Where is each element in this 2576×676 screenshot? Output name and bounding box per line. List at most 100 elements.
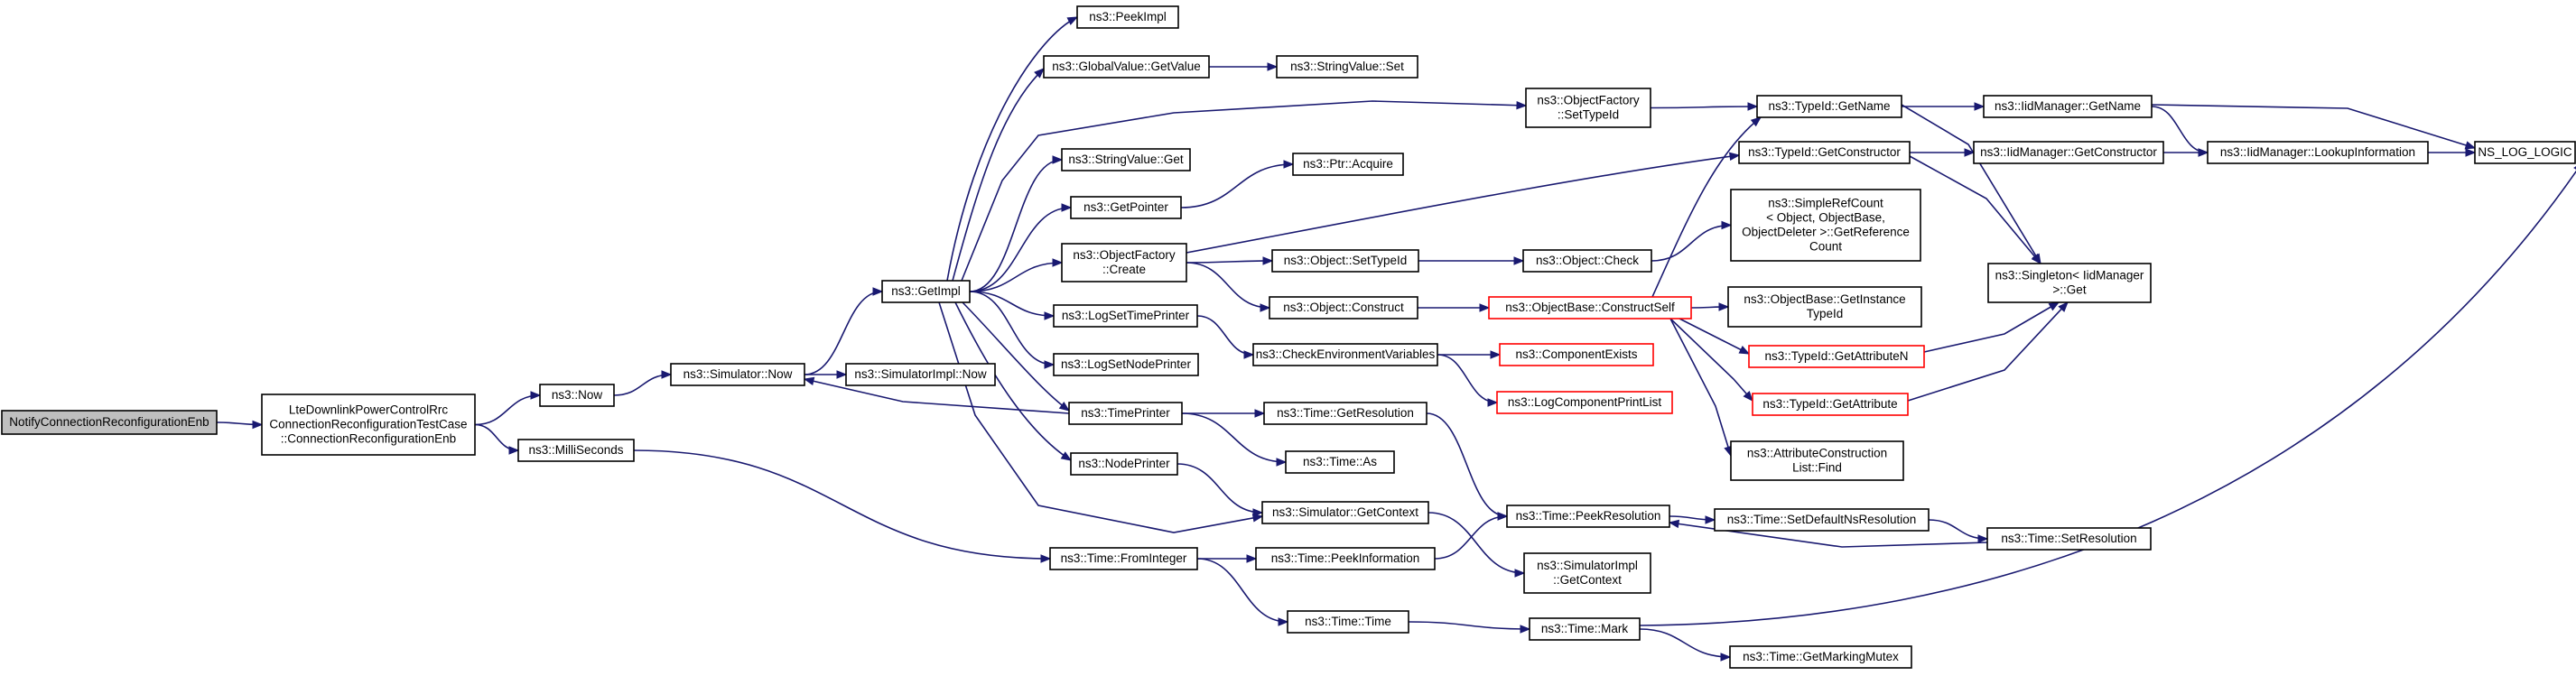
edge-ofcreate-to-objsettid (1186, 260, 1273, 264)
node-gvget[interactable]: ns3::GlobalValue::GetValue (1043, 55, 1210, 79)
edge-obconstructself-to-tidgetname (1651, 116, 1762, 298)
edge-getimpl-to-ofsettid (961, 100, 1527, 282)
node-timeprinter[interactable]: ns3::TimePrinter (1068, 402, 1183, 425)
node-iidgetname[interactable]: ns3::IidManager::GetName (1983, 95, 2153, 118)
edge-arrowhead (530, 391, 542, 400)
edge-arrowhead (1066, 16, 1079, 25)
node-ptracq[interactable]: ns3::Ptr::Acquire (1292, 153, 1404, 176)
edge-getimpl-to-logtime (969, 291, 1055, 317)
node-nodeprinter[interactable]: ns3::NodePrinter (1070, 452, 1178, 476)
node-simimplnow[interactable]: ns3::SimulatorImpl::Now (845, 363, 996, 386)
node-label: ns3::MilliSeconds (528, 443, 623, 457)
node-box (1276, 55, 1418, 79)
node-singleton[interactable]: ns3::Singleton< IidManager>::Get (1987, 263, 2152, 303)
node-ms[interactable]: ns3::MilliSeconds (517, 439, 635, 462)
edge-getimpl-to-gvget (952, 68, 1045, 282)
node-simgetctx[interactable]: ns3::Simulator::GetContext (1261, 501, 1429, 524)
node-box (1068, 402, 1183, 425)
node-logtime[interactable]: ns3::LogSetTimePrinter (1053, 304, 1198, 328)
node-objcheck[interactable]: ns3::Object::Check (1522, 249, 1652, 273)
node-logcomplist[interactable]: ns3::LogComponentPrintList (1496, 391, 1673, 414)
edge-tidgetctor-to-singleton (1909, 155, 2041, 264)
edge-arrowhead (1278, 617, 1289, 626)
node-timetime[interactable]: ns3::Time::Time (1287, 610, 1409, 634)
node-timefromint[interactable]: ns3::Time::FromInteger (1049, 547, 1198, 570)
edge-arrowhead (1252, 508, 1264, 517)
edge-arrowhead (1964, 148, 1976, 157)
node-simnow[interactable]: ns3::Simulator::Now (670, 363, 805, 386)
node-timegetres[interactable]: ns3::Time::GetResolution (1263, 402, 1427, 425)
node-checkenv[interactable]: ns3::CheckEnvironmentVariables (1252, 343, 1438, 366)
node-peekres[interactable]: ns3::Time::PeekResolution (1506, 505, 1670, 528)
node-box (539, 384, 615, 407)
node-label: ns3::TimePrinter (1081, 406, 1170, 420)
node-objconstruct[interactable]: ns3::Object::Construct (1269, 296, 1418, 319)
edge-arrowhead (1040, 554, 1052, 563)
node-label: NS_LOG_LOGIC (2478, 145, 2572, 159)
edge-arrowhead (1747, 102, 1759, 111)
edge-obconstructself-to-attrfind (1669, 318, 1732, 457)
edge-arrowhead (803, 376, 815, 385)
edge-getptr-to-ptracq (1180, 163, 1294, 208)
node-compexists[interactable]: ns3::ComponentExists (1499, 343, 1654, 366)
edge-arrowhead (1718, 302, 1730, 311)
edge-arrowhead (1276, 458, 1288, 467)
edge-timeprinter-to-simnow (804, 378, 1070, 414)
node-simplerefcount[interactable]: ns3::SimpleRefCount< Object, ObjectBase,… (1730, 189, 1921, 262)
node-box (1292, 153, 1404, 176)
edge-timemark-to-nslog (1639, 170, 2576, 626)
node-box (1261, 501, 1429, 524)
node-timemark[interactable]: ns3::Time::Mark (1529, 617, 1641, 641)
node-lognode[interactable]: ns3::LogSetNodePrinter (1053, 353, 1199, 376)
node-tidgetname[interactable]: ns3::TypeId::GetName (1756, 95, 1902, 118)
node-getimpl[interactable]: ns3::GetImpl (881, 280, 971, 303)
node-lte[interactable]: LteDownlinkPowerControlRrcConnectionReco… (261, 394, 476, 456)
node-iidgetctor[interactable]: ns3::IidManager::GetConstructor (1973, 141, 2164, 164)
node-label: ns3::IidManager::GetConstructor (1980, 145, 2157, 159)
node-tidgetctor[interactable]: ns3::TypeId::GetConstructor (1738, 141, 1911, 164)
node-ofsettid[interactable]: ns3::ObjectFactory::SetTypeId (1525, 88, 1651, 128)
node-svset[interactable]: ns3::StringValue::Set (1276, 55, 1418, 79)
node-now[interactable]: ns3::Now (539, 384, 615, 407)
node-objsettid[interactable]: ns3::Object::SetTypeId (1271, 249, 1419, 273)
node-getmarkmutex[interactable]: ns3::Time::GetMarkingMutex (1729, 645, 1912, 669)
node-ofcreate[interactable]: ns3::ObjectFactory::Create (1061, 243, 1187, 282)
edge-arrowhead (1516, 100, 1528, 110)
node-label: ns3::ObjectBase::GetInstance (1744, 292, 1905, 306)
node-label: ns3::SimpleRefCount (1768, 197, 1883, 210)
node-svget[interactable]: ns3::StringValue::Get (1061, 148, 1191, 171)
node-obconstructself[interactable]: ns3::ObjectBase::ConstructSelf (1488, 296, 1692, 319)
node-label: ns3::Time::FromInteger (1061, 551, 1187, 565)
edge-arrowhead (1267, 62, 1279, 71)
node-peekimpl[interactable]: ns3::PeekImpl (1076, 5, 1179, 29)
node-simimplctx[interactable]: ns3::SimulatorImpl::GetContext (1523, 552, 1651, 594)
edge-arrowhead (1490, 350, 1502, 359)
node-timeas[interactable]: ns3::Time::As (1285, 450, 1395, 474)
edge-arrowhead (661, 370, 673, 379)
node-label: ns3::Now (552, 388, 603, 402)
edge-arrowhead (2465, 148, 2477, 157)
node-tidgetattrn[interactable]: ns3::TypeId::GetAttributeN (1748, 345, 1925, 368)
edge-getimpl-to-svget (969, 159, 1063, 292)
node-label: ns3::LogSetTimePrinter (1062, 309, 1190, 322)
node-label: ns3::GlobalValue::GetValue (1052, 60, 1201, 73)
node-label: ns3::Simulator::GetContext (1272, 505, 1418, 519)
node-label: ns3::GetImpl (891, 284, 961, 298)
edge-arrowhead (1246, 554, 1258, 563)
node-tidgetattr[interactable]: ns3::TypeId::GetAttribute (1752, 393, 1909, 416)
node-label: ns3::Time::PeekResolution (1516, 509, 1661, 523)
node-nslog[interactable]: NS_LOG_LOGIC (2474, 141, 2576, 164)
edge-obconstructself-to-tidgetattr (1669, 318, 1753, 402)
node-iidlookup[interactable]: ns3::IidManager::LookupInformation (2207, 141, 2429, 164)
node-timesetres[interactable]: ns3::Time::SetResolution (1986, 527, 2152, 551)
edge-arrowhead (1283, 160, 1295, 169)
edge-arrowhead (1243, 350, 1255, 359)
edge-arrowhead (1044, 360, 1056, 369)
node-getptr[interactable]: ns3::GetPointer (1070, 196, 1182, 219)
node-timepeekinfo[interactable]: ns3::Time::PeekInformation (1255, 547, 1436, 570)
node-label: ConnectionReconfigurationTestCase (269, 418, 467, 431)
node-setdefres[interactable]: ns3::Time::SetDefaultNsResolution (1714, 508, 1930, 532)
node-box (1727, 286, 1922, 328)
